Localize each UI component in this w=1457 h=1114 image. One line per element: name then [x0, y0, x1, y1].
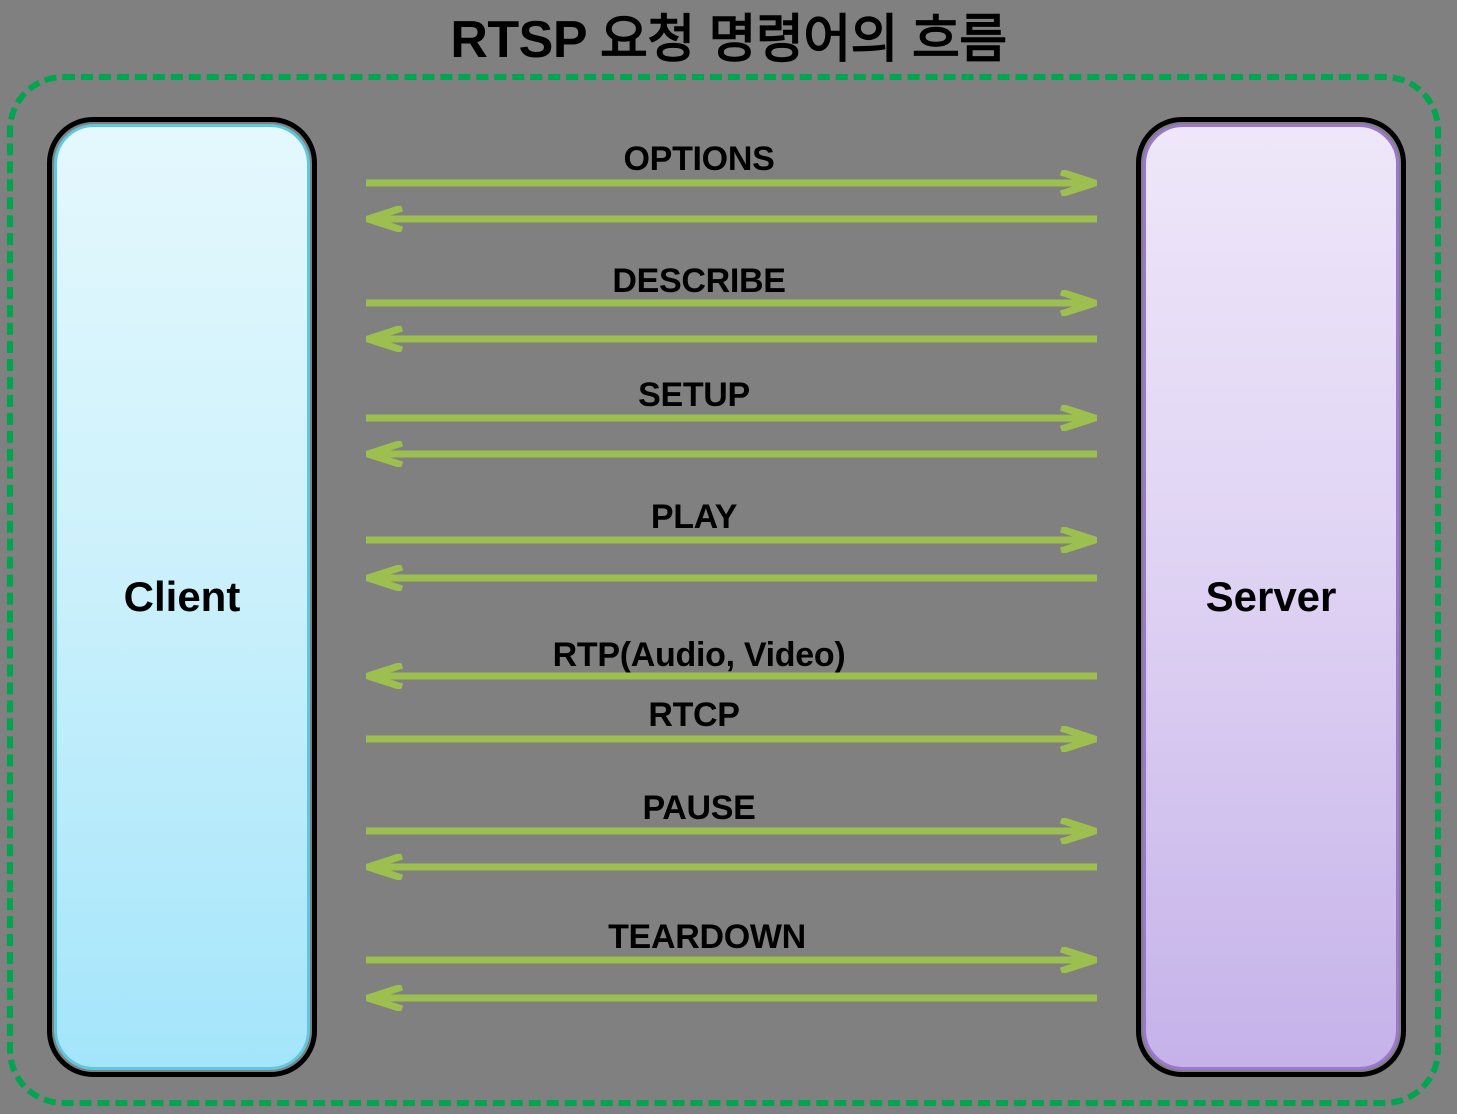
message-label: PLAY	[650, 498, 738, 536]
pause-request-arrow	[366, 818, 1097, 844]
teardown-request-arrow	[366, 947, 1097, 973]
rtp-stream-arrow	[366, 663, 1097, 689]
page-title: RTSP 요청 명령어의 흐름	[450, 11, 1007, 69]
message-label: DESCRIBE	[612, 262, 786, 300]
server-node-label: Server	[1205, 573, 1337, 620]
message-label: RTP(Audio, Video)	[552, 636, 846, 674]
server-node-fill	[1143, 124, 1399, 1070]
setup-response-arrow	[366, 441, 1097, 467]
client-node-fill	[54, 124, 310, 1070]
setup-request-arrow	[366, 405, 1097, 431]
describe-request-arrow	[366, 290, 1097, 316]
options-response-arrow	[366, 206, 1097, 232]
message-label: TEARDOWN	[608, 918, 806, 956]
message-label: RTCP	[648, 696, 740, 734]
teardown-response-arrow	[366, 985, 1097, 1011]
message-label: PAUSE	[642, 789, 756, 827]
server-node: Server	[1136, 117, 1406, 1077]
options-request-arrow	[366, 170, 1097, 196]
client-node: Client	[47, 117, 317, 1077]
play-response-arrow	[366, 565, 1097, 591]
play-request-arrow	[366, 527, 1097, 553]
rtcp-arrow	[366, 726, 1097, 752]
client-node-label: Client	[123, 573, 241, 620]
message-label: OPTIONS	[623, 140, 775, 178]
describe-response-arrow	[366, 326, 1097, 352]
pause-response-arrow	[366, 854, 1097, 880]
message-label: SETUP	[638, 376, 750, 414]
